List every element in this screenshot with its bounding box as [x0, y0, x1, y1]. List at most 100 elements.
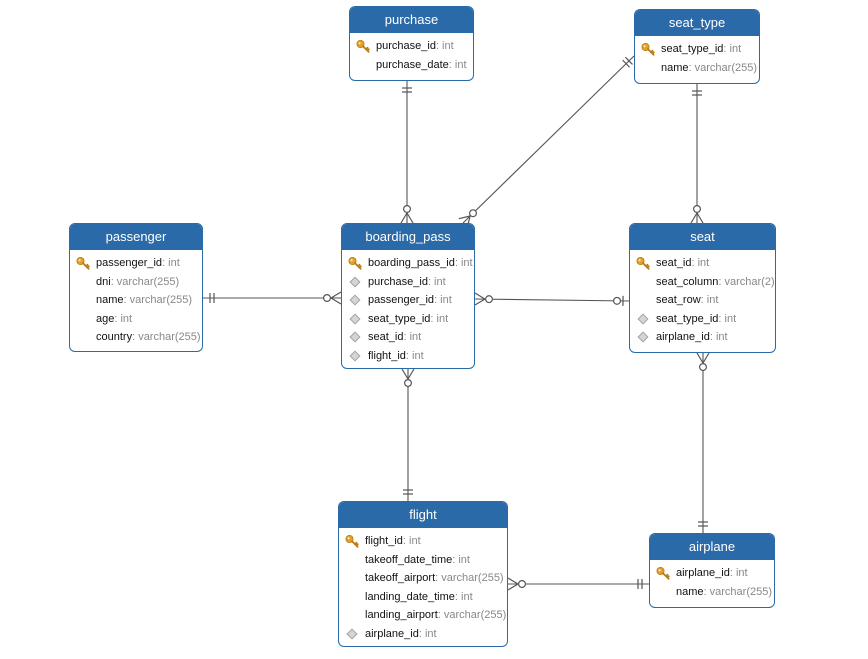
field-row-seat-id[interactable]: seat_id: int — [342, 328, 474, 347]
field-type: : int — [114, 312, 133, 325]
field-type: : int — [700, 294, 719, 307]
field-row-passenger-id[interactable]: passenger_id: int — [342, 291, 474, 310]
field-type: : int — [403, 331, 422, 344]
field-type: : int — [162, 257, 180, 270]
field-type: : int — [718, 312, 737, 325]
field-name: seat_id — [368, 331, 404, 344]
field-type: : int — [430, 312, 449, 325]
field-row-seat-type-id[interactable]: seat_type_id: int — [630, 310, 775, 329]
foreign-key-icon — [348, 293, 362, 307]
relationship-airplane-to-seat[interactable] — [696, 352, 710, 533]
field-name: purchase_id — [376, 40, 436, 53]
field-row-name[interactable]: name: varchar(255) — [635, 59, 759, 78]
entity-title-purchase: purchase — [350, 7, 473, 33]
field-name: age — [96, 312, 115, 325]
field-row-purchase-id[interactable]: purchase_id: int — [342, 273, 474, 292]
field-icon-spacer — [345, 553, 359, 567]
field-icon-spacer — [345, 571, 359, 585]
field-row-dni[interactable]: dni: varchar(255) — [70, 273, 202, 292]
field-name: landing_airport — [365, 609, 438, 622]
field-name: seat_type_id — [661, 43, 724, 56]
foreign-key-icon — [348, 312, 362, 326]
field-name: passenger_id — [96, 257, 163, 270]
field-icon-spacer — [345, 608, 359, 622]
field-row-purchase-id[interactable]: purchase_id: int — [350, 37, 473, 56]
field-row-takeoff-date-time[interactable]: takeoff_date_time: int — [339, 551, 507, 570]
entity-title-seat-type: seat_type — [635, 10, 759, 36]
field-row-name[interactable]: name: varchar(255) — [70, 291, 202, 310]
field-row-airplane-id[interactable]: airplane_id: int — [630, 328, 775, 347]
field-row-seat-type-id[interactable]: seat_type_id: int — [342, 310, 474, 329]
field-row-boarding-pass-id[interactable]: boarding_pass_id: int — [342, 254, 474, 273]
field-name: airplane_id — [365, 627, 419, 640]
field-row-flight-id[interactable]: flight_id: int — [342, 347, 474, 366]
field-name: flight_id — [368, 349, 406, 362]
field-name: landing_date_time — [365, 590, 455, 603]
field-name: country — [96, 331, 133, 344]
field-row-airplane-id[interactable]: airplane_id: int — [339, 625, 507, 644]
field-name: purchase_date — [376, 58, 449, 71]
field-type: : varchar(255) — [703, 585, 773, 598]
field-row-landing-airport[interactable]: landing_airport: varchar(255) — [339, 606, 507, 625]
relationship-seat-to-boarding-pass[interactable] — [474, 292, 630, 306]
field-type: : int — [435, 40, 454, 53]
relationship-seat-type-to-boarding-pass[interactable] — [458, 55, 635, 228]
foreign-key-icon — [636, 330, 650, 344]
field-type: : int — [434, 294, 452, 307]
relationship-passenger-to-boarding-pass[interactable] — [203, 291, 342, 305]
relationship-flight-to-boarding-pass[interactable] — [401, 368, 415, 501]
foreign-key-icon — [345, 627, 359, 641]
field-icon-spacer — [76, 330, 90, 344]
field-row-landing-date-time[interactable]: landing_date_time: int — [339, 588, 507, 607]
field-row-name[interactable]: name: varchar(255) — [650, 583, 774, 602]
field-name: name — [676, 585, 704, 598]
relationship-airplane-to-flight[interactable] — [507, 577, 649, 591]
foreign-key-icon — [636, 312, 650, 326]
field-name: flight_id — [365, 535, 403, 548]
primary-key-icon — [641, 42, 655, 56]
field-icon-spacer — [76, 312, 90, 326]
field-name: seat_id — [656, 257, 692, 270]
field-row-age[interactable]: age: int — [70, 310, 202, 329]
entity-title-passenger: passenger — [70, 224, 202, 250]
entity-title-seat: seat — [630, 224, 775, 250]
field-name: name — [96, 294, 124, 307]
field-row-seat-row[interactable]: seat_row: int — [630, 291, 775, 310]
field-type: : int — [454, 257, 473, 270]
relationship-seat-type-to-seat[interactable] — [690, 84, 704, 224]
field-type: : varchar(2) — [718, 275, 775, 288]
field-type: : int — [454, 590, 473, 603]
field-row-seat-type-id[interactable]: seat_type_id: int — [635, 40, 759, 59]
entity-title-flight: flight — [339, 502, 507, 528]
field-row-country[interactable]: country: varchar(255) — [70, 328, 202, 347]
field-type: : int — [405, 349, 424, 362]
field-name: seat_column — [656, 275, 719, 288]
relationship-purchase-to-boarding-pass[interactable] — [400, 81, 414, 224]
field-row-flight-id[interactable]: flight_id: int — [339, 532, 507, 551]
field-row-takeoff-airport[interactable]: takeoff_airport: varchar(255) — [339, 569, 507, 588]
field-row-seat-column[interactable]: seat_column: varchar(2) — [630, 273, 775, 292]
field-row-airplane-id[interactable]: airplane_id: int — [650, 564, 774, 583]
foreign-key-icon — [348, 275, 362, 289]
field-name: seat_type_id — [368, 312, 431, 325]
field-type: : int — [729, 567, 748, 580]
field-row-passenger-id[interactable]: passenger_id: int — [70, 254, 202, 273]
field-icon-spacer — [76, 293, 90, 307]
field-row-seat-id[interactable]: seat_id: int — [630, 254, 775, 273]
field-name: airplane_id — [676, 567, 730, 580]
field-row-purchase-date[interactable]: purchase_date: int — [350, 56, 473, 75]
field-name: seat_type_id — [656, 312, 719, 325]
primary-key-icon — [356, 39, 370, 53]
